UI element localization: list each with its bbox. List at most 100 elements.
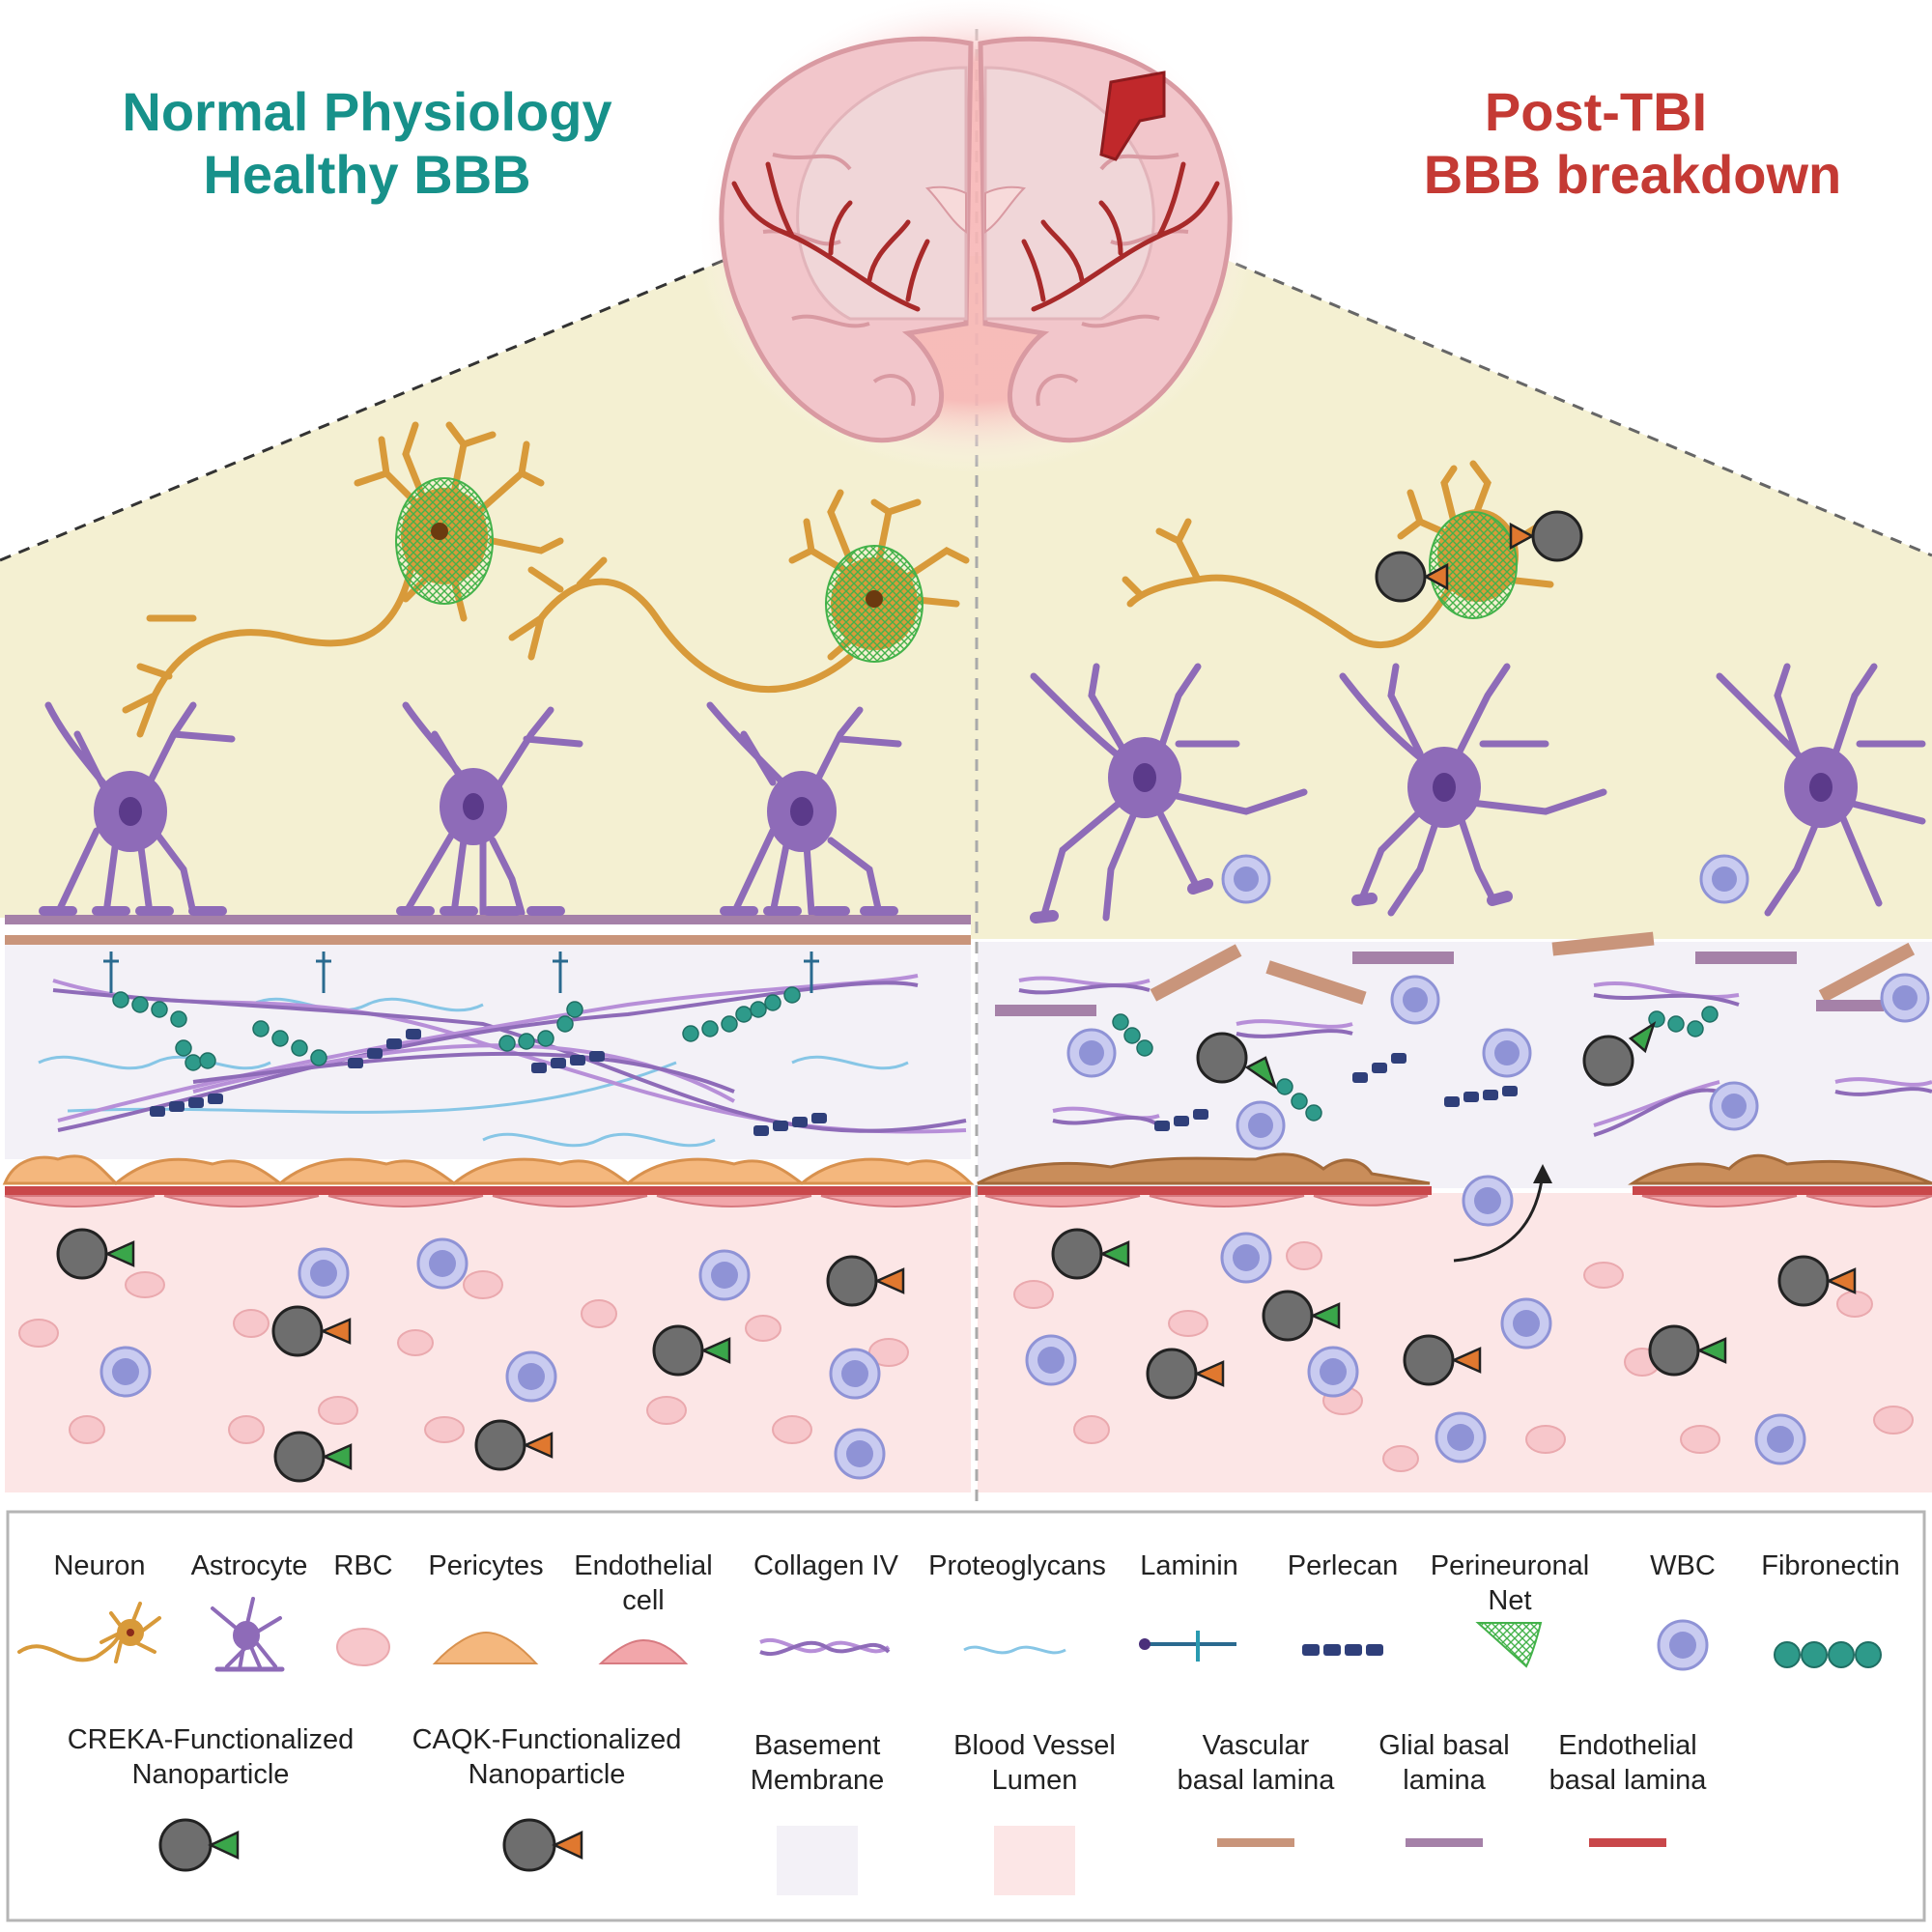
vascular-basal-lamina-line <box>1217 1838 1294 1847</box>
left-perlecan <box>150 1029 827 1136</box>
legend-label-rbc: RBC <box>333 1550 392 1581</box>
legend-label-creka-1: CREKA-Functionalized <box>68 1724 355 1755</box>
left-title-line2: Healthy BBB <box>203 144 530 205</box>
creka-np-lumen-4 <box>1051 1228 1130 1280</box>
legend-label-lumen-1: Blood Vessel <box>953 1730 1116 1761</box>
legend-label-neuron: Neuron <box>53 1550 145 1581</box>
legend-label-wbc: WBC <box>1650 1550 1716 1581</box>
caqk-np-lumen-2 <box>826 1255 905 1307</box>
caqk-np-lumen-3 <box>474 1419 554 1471</box>
astrocytes <box>44 663 1926 923</box>
creka-np-lumen-5 <box>1262 1290 1341 1342</box>
extravasation-arrowhead <box>1533 1164 1552 1183</box>
creka-np-lumen-2 <box>652 1324 731 1377</box>
creka-nanoparticle-icon <box>158 1818 240 1872</box>
left-basement-membrane <box>5 945 971 1159</box>
caqk-nanoparticle-bound-1 <box>1375 551 1449 603</box>
pericyte-icon <box>432 1631 539 1664</box>
legend-label-ebl-1: Endothelial <box>1558 1730 1697 1761</box>
right-title-line1: Post-TBI <box>1485 81 1707 142</box>
creka-np-lumen-6 <box>1648 1324 1727 1377</box>
left-title-line1: Normal Physiology <box>122 81 611 142</box>
left-pericyte-layer <box>2 1154 975 1186</box>
perineuronal-net-icon <box>1475 1622 1543 1668</box>
legend-label-ebl-2: basal lamina <box>1549 1765 1708 1796</box>
neuron-left-1-axon <box>122 537 419 738</box>
creka-np-lumen-1 <box>56 1228 135 1280</box>
legend-label-proteoglycans: Proteoglycans <box>928 1550 1106 1581</box>
legend-label-vbl-1: Vascular <box>1203 1730 1310 1761</box>
neuron-right-axon <box>1122 518 1453 649</box>
right-title-line2: BBB breakdown <box>1424 144 1842 205</box>
extravasation-arrow <box>1453 1173 1545 1263</box>
right-basement-membrane <box>978 942 1932 1188</box>
endothelial-cell-icon <box>598 1638 689 1664</box>
zoom-line-right <box>1216 254 1932 557</box>
neuron-right-pnn <box>1429 511 1518 619</box>
legend-label-pericytes: Pericytes <box>428 1550 543 1581</box>
astrocyte-icon <box>211 1597 285 1672</box>
legend-label-perlecan: Perlecan <box>1288 1550 1398 1581</box>
creka-nanoparticle-bm-2 <box>1582 1021 1657 1087</box>
neuron-right-dendrites <box>1397 460 1559 588</box>
creka-nanoparticle-bm-1 <box>1196 1032 1278 1091</box>
astrocyte-right-3 <box>1716 663 1926 917</box>
right-lumen-wbcs <box>1025 1175 1806 1465</box>
left-endothelial-basal-lamina <box>5 1186 971 1195</box>
tbi-injury-site <box>1099 71 1166 161</box>
legend-label-collagen: Collagen IV <box>753 1550 899 1581</box>
legend-label-gbl-2: lamina <box>1403 1765 1486 1796</box>
neuron-left-2-nucleus <box>866 590 883 608</box>
neurons <box>122 421 1559 738</box>
astrocyte-right-2 <box>1339 663 1607 917</box>
caqk-np-lumen-6 <box>1777 1255 1857 1307</box>
proteoglycan-icon <box>963 1645 1066 1655</box>
brain-ventricles <box>924 185 1027 234</box>
left-glial-basal-lamina <box>5 915 971 924</box>
left-cerebral-vessels <box>731 161 930 312</box>
laminin-icon <box>1139 1631 1236 1662</box>
wbc-icon <box>1657 1619 1709 1671</box>
caqk-nanoparticle-icon <box>502 1818 583 1872</box>
zoom-line-left <box>0 254 735 562</box>
wbc-tissue-1 <box>1221 854 1271 904</box>
legend-label-bm-1: Basement <box>754 1730 881 1761</box>
legend-row1-labels: Neuron Astrocyte RBC Pericytes Endotheli… <box>53 1550 1899 1616</box>
endothelial-basal-lamina-line <box>1589 1838 1666 1847</box>
caqk-np-lumen-4 <box>1146 1348 1225 1400</box>
right-collagen-fragments <box>1018 976 1932 1137</box>
legend-label-fibronectin: Fibronectin <box>1761 1550 1899 1581</box>
right-lamina-fragments <box>995 931 1916 1016</box>
astrocyte-left-2 <box>402 701 583 917</box>
astrocyte-left-1 <box>44 701 236 917</box>
legend-label-creka-2: Nanoparticle <box>132 1759 290 1790</box>
legend-label-caqk-1: CAQK-Functionalized <box>412 1724 682 1755</box>
legend-label-bm-2: Membrane <box>751 1765 885 1796</box>
right-lumen-nanoparticles <box>1051 1228 1857 1400</box>
left-laminin <box>103 952 819 993</box>
collagen-icon <box>759 1638 891 1656</box>
right-pericyte-layer <box>977 1152 1932 1185</box>
legend-row2-labels: CREKA-Functionalized Nanoparticle CAQK-F… <box>68 1724 1708 1796</box>
right-endothelial-cells <box>984 1195 1932 1208</box>
left-lumen-nanoparticles <box>56 1228 905 1483</box>
legend-label-lumen-2: Lumen <box>992 1765 1078 1796</box>
right-fibronectin-fragments <box>1112 1006 1719 1122</box>
lumen-swatch <box>994 1826 1075 1895</box>
wbc-tissue-2 <box>1699 854 1749 904</box>
legend-label-caqk-2: Nanoparticle <box>469 1759 626 1790</box>
neuron-left-1-nucleus <box>431 523 448 540</box>
right-endothelial-basal-lamina <box>978 1186 1932 1195</box>
left-endothelial-cells <box>4 1195 972 1208</box>
left-fibronectin <box>112 986 801 1071</box>
neuron-icon <box>17 1602 161 1663</box>
left-astro-endfeet <box>39 906 898 916</box>
legend-label-endothelial-1: Endothelial <box>574 1550 713 1581</box>
left-brain-tissue <box>0 256 971 918</box>
right-bm-contents <box>1018 973 1932 1151</box>
brain-sulci <box>762 153 1189 407</box>
brain-coronal-section <box>696 0 1256 473</box>
brain-white-matter <box>796 66 1155 321</box>
right-wbc-infiltrating <box>1066 973 1930 1151</box>
right-cerebral-vessels <box>1021 161 1220 312</box>
